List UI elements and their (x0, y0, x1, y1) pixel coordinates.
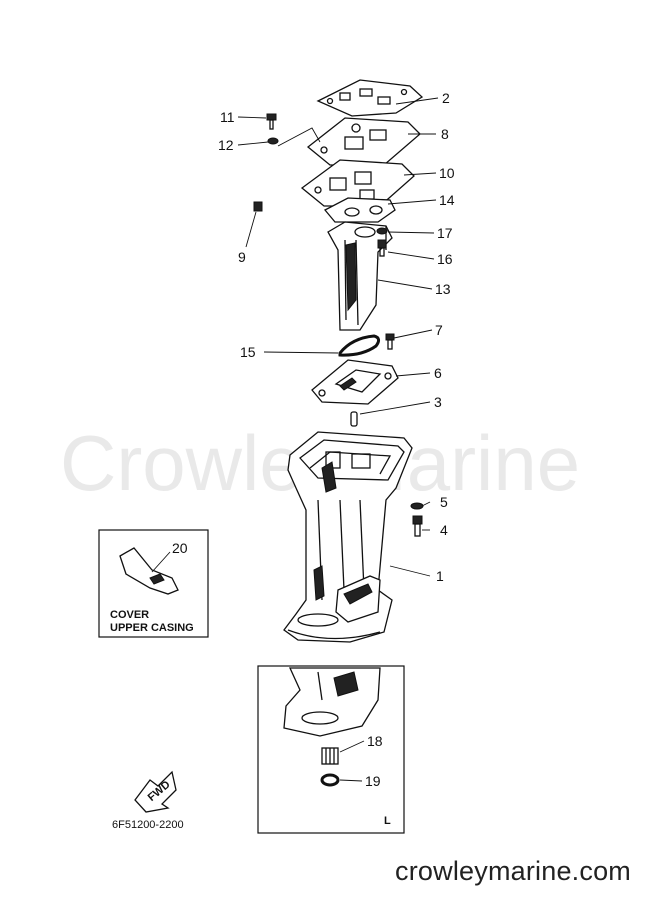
gasket-10 (300, 159, 415, 207)
callout-14: 14 (439, 192, 455, 208)
callout-3: 3 (434, 394, 442, 410)
diagram-code: 6F51200-2200 (112, 819, 184, 831)
inset-long-shaft: 18 19 L (257, 665, 405, 834)
inset-label-l: L (384, 815, 391, 827)
washer-5 (410, 502, 424, 510)
callout-1: 1 (436, 568, 444, 584)
callout-9: 9 (238, 249, 246, 265)
bolt-16 (377, 239, 387, 257)
bolt-11 (266, 113, 277, 130)
fwd-arrow-icon: FWD (134, 770, 177, 813)
callout-13: 13 (435, 281, 451, 297)
callout-6: 6 (434, 365, 442, 381)
callout-15: 15 (240, 344, 256, 360)
callout-10: 10 (439, 165, 455, 181)
exhaust-pipe-13 (327, 221, 393, 331)
washer-12 (267, 137, 279, 145)
callout-7: 7 (435, 322, 443, 338)
upper-casing-1 (283, 431, 413, 643)
callout-20: 20 (172, 540, 188, 556)
inset-caption-cover: COVER (110, 609, 149, 621)
dowel-pin-3 (350, 411, 358, 427)
bolt-9 (253, 201, 263, 212)
callout-4: 4 (440, 522, 448, 538)
callout-numbers: 2 8 10 14 17 16 13 7 6 3 5 4 1 15 11 12 … (218, 90, 455, 584)
washer-17 (376, 227, 388, 235)
callout-11: 11 (220, 109, 235, 125)
inset-cover-upper-casing: 20 COVER UPPER CASING (98, 529, 209, 638)
part-18 (321, 747, 339, 765)
gasket-plate-2 (316, 79, 424, 117)
mount-6 (311, 359, 399, 405)
callout-18: 18 (367, 733, 383, 749)
callout-12: 12 (218, 137, 234, 153)
leader-lines (237, 97, 439, 577)
part-19 (320, 773, 340, 787)
seal-15 (338, 334, 381, 357)
callout-16: 16 (437, 251, 453, 267)
callout-5: 5 (440, 494, 448, 510)
bolt-4 (412, 515, 423, 537)
callout-19: 19 (365, 773, 381, 789)
mount-plate-14 (323, 197, 396, 223)
callout-8: 8 (441, 126, 449, 142)
callout-2: 2 (442, 90, 450, 106)
plate-8 (306, 117, 421, 166)
site-url: crowleymarine.com (395, 856, 631, 886)
callout-17: 17 (437, 225, 453, 241)
inset-caption-upper-casing: UPPER CASING (110, 622, 194, 634)
bolt-7 (385, 333, 395, 350)
